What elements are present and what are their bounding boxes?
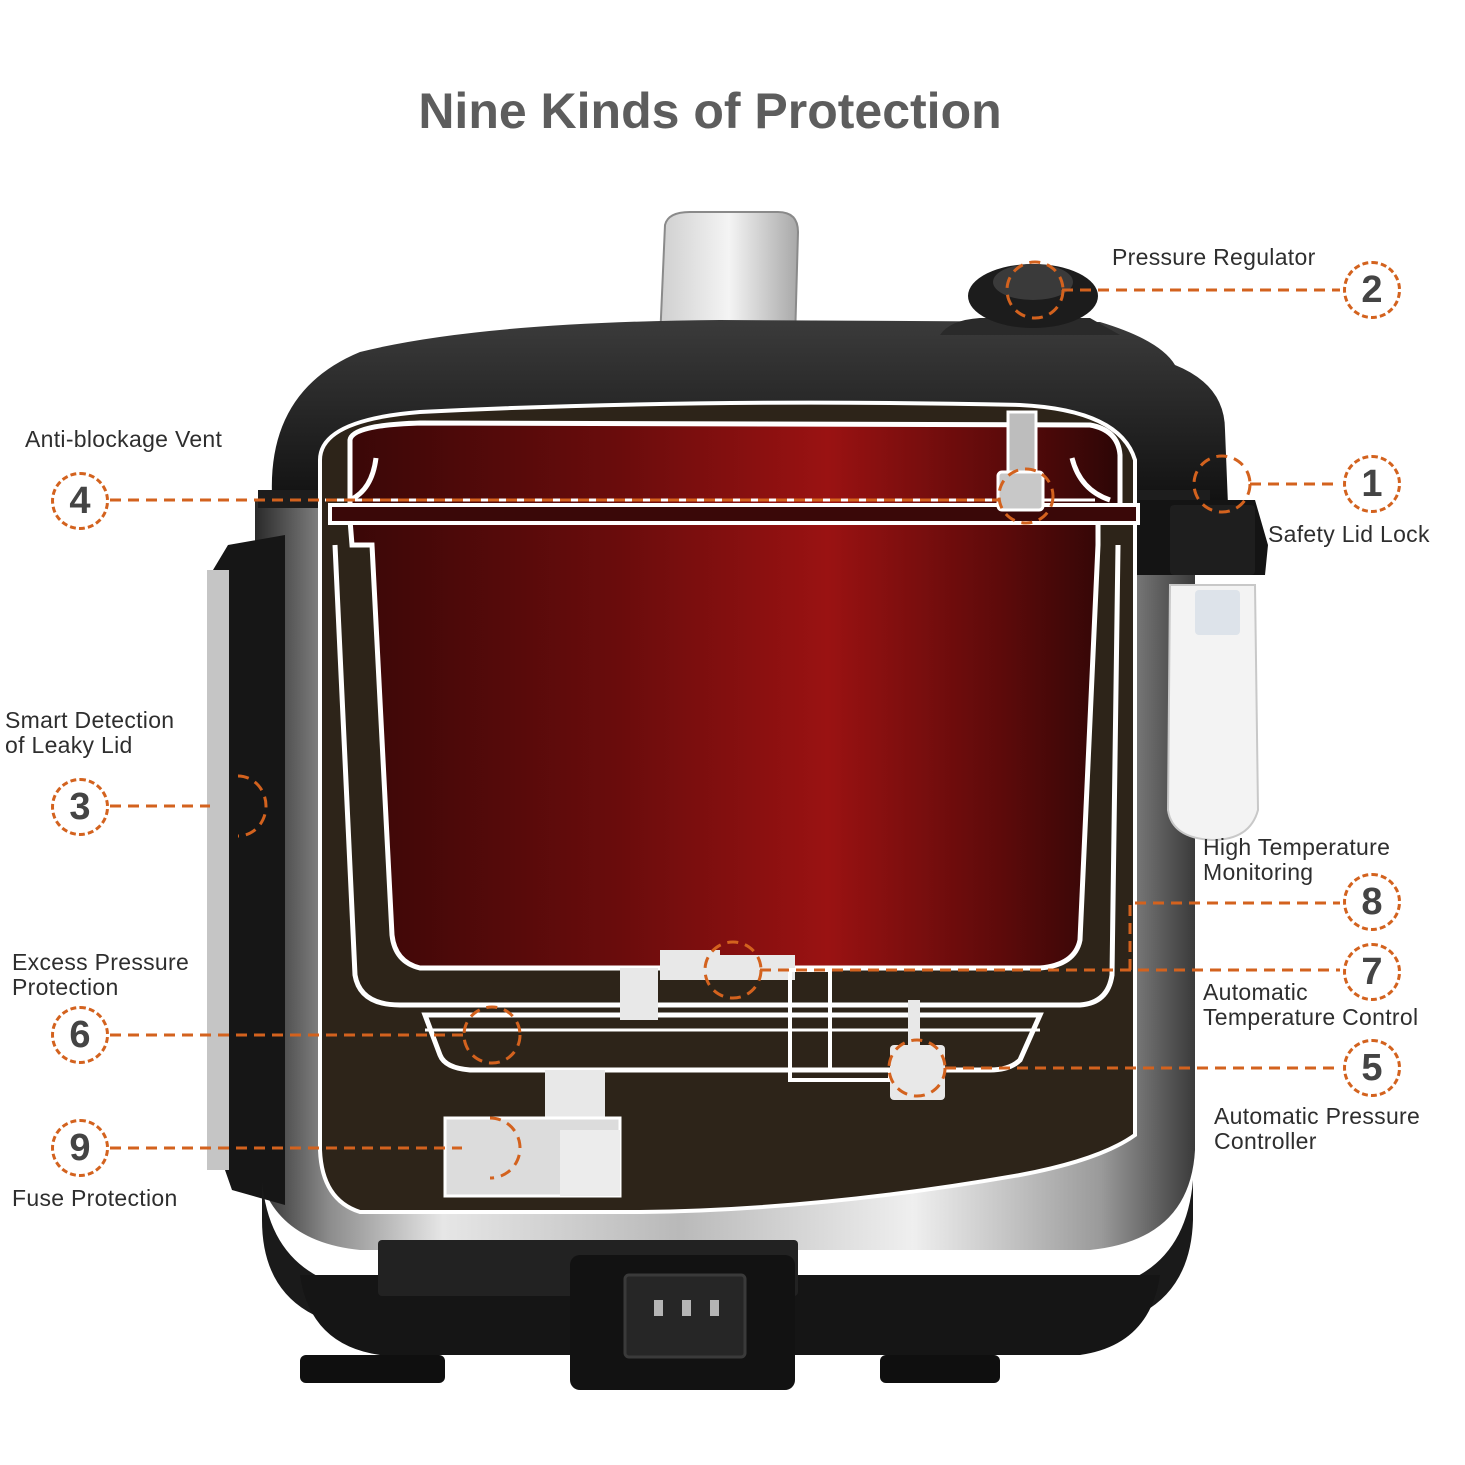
- diagram-title: Nine Kinds of Protection: [418, 83, 1002, 139]
- label-pressure-regulator: Pressure Regulator: [1112, 245, 1316, 270]
- leader-lines: [110, 260, 1340, 1180]
- label-line: Controller: [1214, 1128, 1317, 1154]
- callout-badge-5: 5: [1343, 1039, 1401, 1097]
- pressure-switch: [890, 1045, 945, 1100]
- fuse-column: [545, 1070, 605, 1120]
- temperature-sensor-block: [620, 968, 658, 1020]
- highlight-ring-7: [703, 940, 763, 1000]
- label-high-temperature-monitoring: High Temperature Monitoring: [1203, 835, 1390, 885]
- label-line: High Temperature: [1203, 834, 1391, 860]
- label-line: Smart Detection: [5, 707, 175, 733]
- label-line: Safety Lid Lock: [1268, 521, 1430, 547]
- callout-badge-7: 7: [1343, 943, 1401, 1001]
- float-valve: [996, 470, 1045, 512]
- highlight-ring-1: [1192, 454, 1252, 514]
- label-line: Automatic Pressure: [1214, 1103, 1421, 1129]
- label-safety-lid-lock: Safety Lid Lock: [1268, 522, 1430, 547]
- highlight-ring-9: [489, 1116, 522, 1180]
- inner-lid-plate: [328, 503, 1140, 525]
- condensation-collector: [1166, 584, 1260, 842]
- highlight-ring-3: [237, 774, 268, 838]
- socket-pin: [710, 1300, 719, 1316]
- collector-window: [1195, 590, 1240, 635]
- leader-line-8: [1128, 901, 1340, 970]
- label-line: Monitoring: [1203, 859, 1314, 885]
- outer-liner: [332, 544, 1121, 1008]
- label-line: Automatic: [1203, 979, 1308, 1005]
- base-left-foot: [300, 1355, 445, 1383]
- vent-hook-right: [1069, 457, 1111, 503]
- highlight-ring-2: [1005, 260, 1065, 320]
- pressure-switch-stem: [908, 1000, 920, 1045]
- highlight-ring-4: [997, 467, 1055, 525]
- highlight-ring-6: [462, 1005, 522, 1065]
- base-right-foot: [880, 1355, 1000, 1383]
- label-anti-blockage-vent: Anti-blockage Vent: [25, 427, 222, 452]
- socket-pin: [654, 1300, 663, 1316]
- regulator-knob-top: [993, 264, 1073, 300]
- inner-pot: [347, 420, 1123, 971]
- temperature-sensor-block: [660, 950, 720, 980]
- callout-badge-9: 9: [51, 1119, 109, 1177]
- label-line: Pressure Regulator: [1112, 244, 1316, 270]
- top-handle: [658, 211, 800, 341]
- highlight-ring-5: [887, 1038, 947, 1098]
- callout-badge-6: 6: [51, 1006, 109, 1064]
- side-panel-strip: [207, 570, 229, 1170]
- label-line: of Leaky Lid: [5, 732, 133, 758]
- callout-badge-2: 2: [1343, 261, 1401, 319]
- label-line: Protection: [12, 974, 119, 1000]
- label-automatic-pressure-controller: Automatic Pressure Controller: [1214, 1104, 1420, 1154]
- socket-pin: [682, 1300, 691, 1316]
- float-valve-stem: [1006, 410, 1038, 474]
- label-excess-pressure: Excess Pressure Protection: [12, 950, 189, 1000]
- label-smart-detection: Smart Detection of Leaky Lid: [5, 708, 174, 758]
- label-line: Temperature Control: [1203, 1004, 1419, 1030]
- fuse-block-inner: [560, 1130, 620, 1196]
- label-fuse-protection: Fuse Protection: [12, 1186, 178, 1211]
- callout-badge-3: 3: [51, 778, 109, 836]
- label-line: Fuse Protection: [12, 1185, 178, 1211]
- lid-lock-plate: [1170, 505, 1255, 575]
- label-line: Anti-blockage Vent: [25, 426, 223, 452]
- callout-badge-8: 8: [1343, 873, 1401, 931]
- callout-badge-1: 1: [1343, 455, 1401, 513]
- vent-hook-left: [348, 457, 379, 503]
- label-line: Excess Pressure: [12, 949, 190, 975]
- callout-badge-4: 4: [51, 472, 109, 530]
- label-automatic-temperature-control: Automatic Temperature Control: [1203, 980, 1418, 1030]
